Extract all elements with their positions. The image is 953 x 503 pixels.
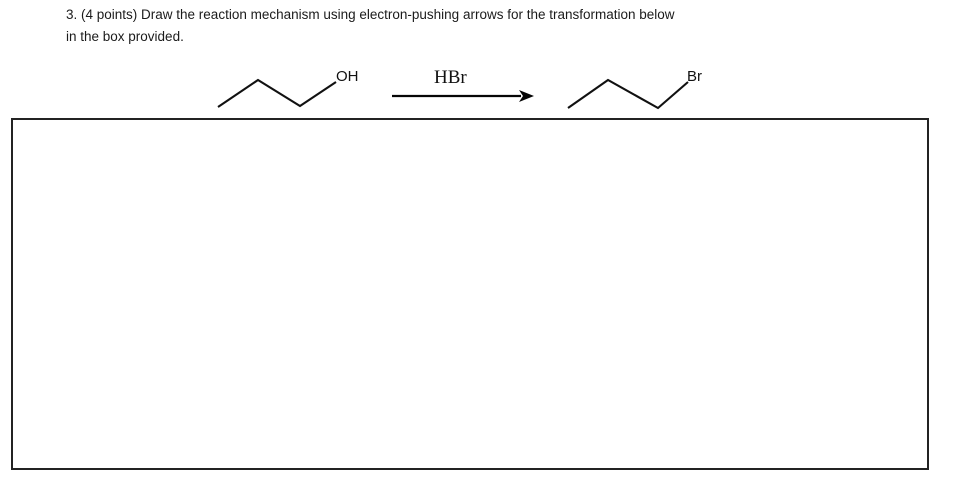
reactant-bond-skeleton — [217, 78, 337, 108]
product-structure: Br — [567, 68, 702, 110]
product-br-label: Br — [687, 68, 702, 85]
reaction-arrow-head — [519, 90, 534, 102]
question-prompt: 3. (4 points) Draw the reaction mechanis… — [66, 4, 856, 48]
reactant-structure: OH — [217, 68, 359, 108]
reaction-scheme: OH HBr Br — [0, 52, 953, 118]
product-bond-skeleton — [567, 78, 689, 110]
reactant-oh-label: OH — [336, 68, 359, 85]
reaction-arrow-icon — [392, 90, 534, 102]
question-prompt-line-2: in the box provided. — [66, 29, 184, 44]
answer-box[interactable] — [11, 118, 929, 470]
reagent-hbr-label: HBr — [434, 67, 467, 88]
question-prompt-line-1: 3. (4 points) Draw the reaction mechanis… — [66, 7, 675, 22]
answer-box-drawing-area[interactable] — [13, 120, 927, 468]
